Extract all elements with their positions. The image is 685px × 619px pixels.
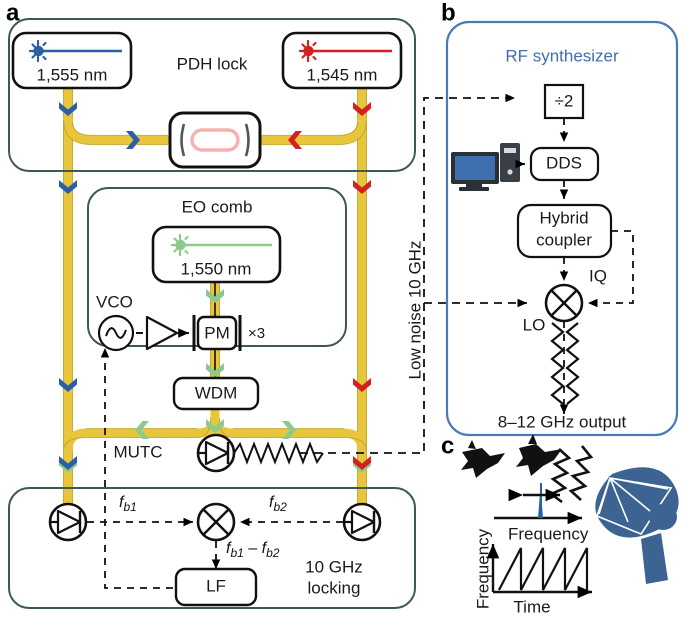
fighter-jets-icon: [461, 434, 562, 478]
pdh-lock-box: PDH lock: [8, 18, 416, 172]
synthesizer-signal-paths: [515, 118, 634, 414]
locking-signal-paths: [87, 348, 343, 589]
spectrum-plot: Frequency: [494, 483, 589, 543]
chirp-xlabel: Time: [513, 597, 550, 616]
rf-mixer-locking[interactable]: [196, 502, 236, 542]
phase-modulator-pm[interactable]: PM: [192, 315, 242, 351]
laser-source-icon-green: [170, 233, 272, 257]
chirp-plot: Frequency Time: [473, 528, 592, 616]
locking-title-line1: 10 GHz: [305, 557, 363, 576]
lo-label: LO: [523, 315, 546, 334]
wdm-label: WDM: [195, 383, 237, 402]
ghz-locking-box: 10 GHz locking: [8, 487, 416, 609]
laser-1550-label: 1,550 nm: [181, 259, 252, 278]
locking-title-line2: locking: [308, 578, 361, 597]
panel-letter-b: b: [441, 0, 456, 26]
laser-source-icon-red: [298, 39, 392, 63]
laser-source-icon-blue: [28, 39, 122, 63]
radar-dish-icon: [595, 467, 679, 584]
rf-mixer-output[interactable]: [544, 283, 584, 323]
hybrid-coupler-line1: Hybrid: [539, 208, 588, 227]
laser-1545-box[interactable]: 1,545 nm: [281, 31, 403, 90]
pdh-lock-title: PDH lock: [177, 54, 248, 73]
output-waves-icon: [550, 322, 580, 405]
photodiode-right[interactable]: [342, 502, 382, 542]
hybrid-coupler-block[interactable]: Hybrid coupler: [516, 203, 613, 259]
spectrum-xlabel: Frequency: [508, 524, 589, 543]
rf-synthesizer-title: RF synthesizer: [505, 46, 619, 65]
lf-label: LF: [206, 576, 226, 595]
chirp-ylabel: Frequency: [473, 528, 492, 609]
dds-label: DDS: [546, 153, 582, 172]
wdm-box[interactable]: WDM: [172, 376, 260, 411]
hybrid-coupler-line2: coupler: [536, 230, 592, 249]
panel-letter-a: a: [6, 0, 20, 26]
fb2-label: fb2: [269, 494, 287, 514]
vco-label: VCO: [96, 292, 133, 311]
fb-difference-label: fb1 – fb2: [226, 540, 280, 560]
desktop-computer-icon[interactable]: [451, 143, 520, 191]
optical-cavity-icon: [168, 111, 262, 169]
mutc-label: MUTC: [113, 442, 162, 461]
pm-multiplier-label: ×3: [248, 325, 265, 342]
rf-amplifier-icon: [145, 315, 189, 351]
pm-label: PM: [204, 323, 230, 342]
output-label: 8–12 GHz output: [498, 412, 627, 431]
divider-label: ÷2: [555, 91, 574, 110]
dds-block[interactable]: DDS: [529, 146, 600, 182]
laser-1555-label: 1,555 nm: [37, 65, 108, 84]
loop-filter-box[interactable]: LF: [174, 567, 258, 607]
iq-label: IQ: [589, 266, 607, 285]
vco-oscillator[interactable]: VCO: [96, 292, 135, 352]
rf-synthesizer-box: RF synthesizer: [445, 20, 679, 437]
panel-letter-c: c: [441, 432, 454, 459]
photodiode-left[interactable]: [48, 502, 88, 542]
mutc-photodiode[interactable]: MUTC: [113, 433, 236, 473]
laser-1550-box[interactable]: 1,550 nm: [151, 225, 282, 284]
low-noise-link-label: Low noise 10 GHz: [405, 241, 424, 380]
laser-1555-box[interactable]: 1,555 nm: [11, 31, 133, 90]
divider-block[interactable]: ÷2: [543, 83, 585, 120]
fb1-label: fb1: [119, 494, 137, 514]
eo-comb-title: EO comb: [182, 197, 253, 216]
low-noise-link: Low noise 10 GHz: [300, 93, 527, 454]
rf-signal-wave: [233, 441, 324, 465]
laser-1545-label: 1,545 nm: [307, 65, 378, 84]
